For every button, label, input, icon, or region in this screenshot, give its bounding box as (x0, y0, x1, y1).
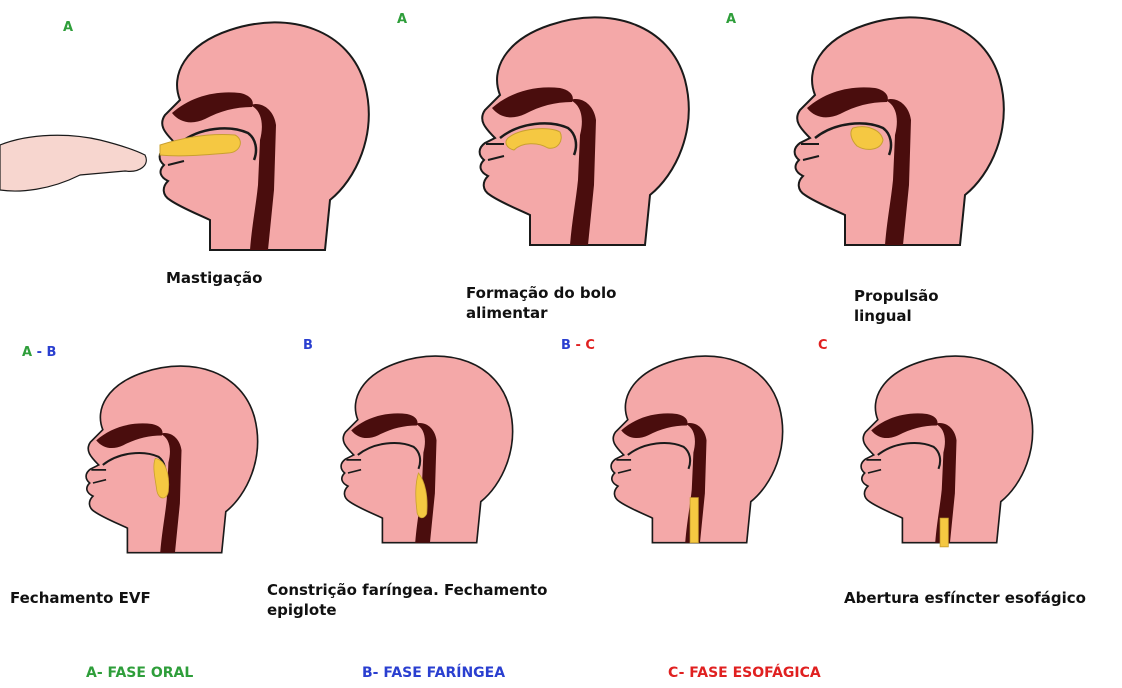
panel-formacao-bolo: A Formação do bolo alimentar (340, 0, 670, 300)
panel-propulsao-lingual: A Propulsão lingual (660, 0, 990, 300)
head-group (795, 17, 1004, 245)
head-group (611, 356, 782, 543)
legend-fase-oral: A- FASE ORAL (86, 665, 193, 681)
panel-esofago-inicio: B - C (535, 330, 815, 630)
caption: Abertura esfíncter esofágico (844, 588, 1086, 608)
head-diagram (800, 330, 1080, 560)
head-group (861, 356, 1032, 547)
panel-fechamento-evf: A - B Fechamento EVF (0, 330, 280, 630)
head-group (0, 22, 369, 250)
head-diagram (0, 330, 280, 560)
panel-mastigacao: A Mastigação (0, 0, 330, 300)
caption: Propulsão lingual (854, 286, 990, 326)
caption: Formação do bolo alimentar (466, 283, 670, 323)
legend-fase-faringea: B- FASE FARÍNGEA (362, 665, 505, 681)
head-diagram (340, 0, 670, 260)
head-diagram (660, 0, 990, 260)
food-bolus (940, 518, 948, 547)
caption: Mastigação (166, 268, 262, 288)
head-group (341, 356, 512, 543)
head-diagram (265, 330, 545, 560)
head-group (86, 366, 257, 553)
head-diagram (535, 330, 815, 560)
food-bolus (690, 498, 698, 543)
hand (0, 135, 146, 191)
head-group (480, 17, 689, 245)
legend-fase-esofagica: C- FASE ESOFÁGICA (668, 665, 821, 681)
head-diagram (0, 0, 330, 260)
caption: Fechamento EVF (10, 588, 151, 608)
panel-abertura-esfincter: C Abertura esfíncter esofágico (800, 330, 1122, 630)
